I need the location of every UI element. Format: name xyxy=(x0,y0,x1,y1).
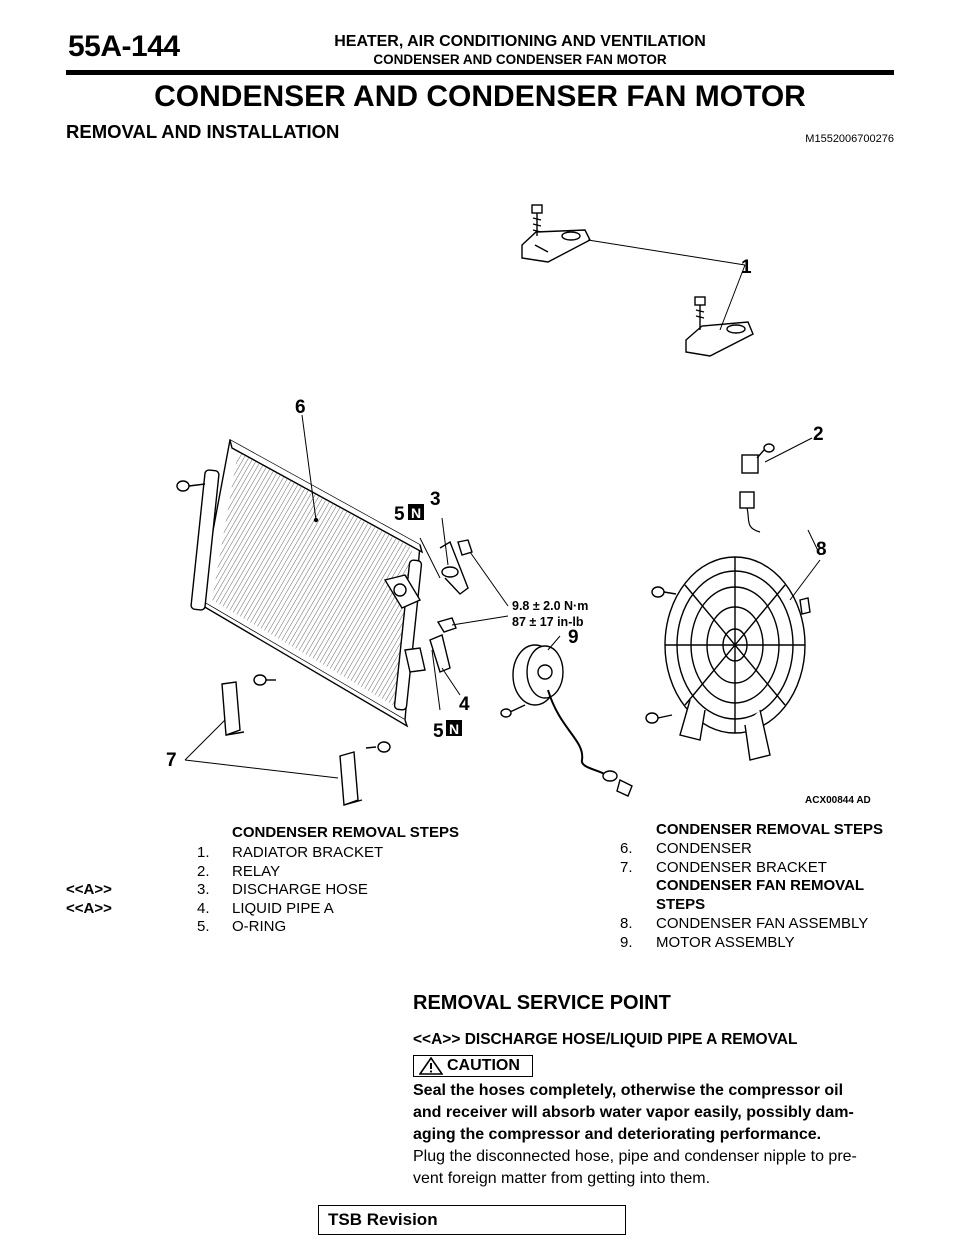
fan-steps-header: CONDENSER FAN REMOVAL xyxy=(656,877,865,894)
condenser-fan-assembly xyxy=(664,556,811,761)
header-rule xyxy=(66,70,894,75)
motor-assembly xyxy=(500,644,633,797)
fan-bolt-bottom xyxy=(645,712,673,724)
callout-2: 2 xyxy=(813,424,824,445)
service-point-title: REMOVAL SERVICE POINT xyxy=(413,992,671,1014)
step-label: CONDENSER xyxy=(656,840,752,857)
svg-text:N: N xyxy=(449,721,459,737)
step-num: 9. xyxy=(620,934,633,951)
fan-bolt-top xyxy=(651,586,677,598)
step-ref: <<A>> xyxy=(66,900,112,917)
step-label: MOTOR ASSEMBLY xyxy=(656,934,795,951)
condenser-bracket-right xyxy=(339,751,363,806)
step-label: RELAY xyxy=(232,863,281,880)
callout-5a: 5 xyxy=(394,504,405,525)
figure-id: ACX00844 AD xyxy=(805,795,871,806)
bolt-upper xyxy=(531,204,543,236)
condenser-bolt-mid xyxy=(253,674,276,686)
caution-box xyxy=(413,1055,533,1077)
discharge-hose xyxy=(439,539,473,595)
condenser xyxy=(190,438,426,728)
step-label: LIQUID PIPE A xyxy=(232,900,334,917)
step-label: CONDENSER FAN ASSEMBLY xyxy=(656,915,869,932)
step-ref: <<A>> xyxy=(66,881,112,898)
step-num: 1. xyxy=(197,844,210,861)
tsb-revision-label: TSB Revision xyxy=(328,1210,438,1229)
instruction-line: Plug the disconnected hose, pipe and con… xyxy=(413,1148,857,1165)
step-num: 3. xyxy=(197,881,210,898)
fan-steps-header-cont: STEPS xyxy=(656,896,706,913)
torque-spec-imperial: 87 ± 17 in-lb xyxy=(512,615,584,629)
step-num: 8. xyxy=(620,915,633,932)
section-title: HEATER, AIR CONDITIONING AND VENTILATION xyxy=(334,33,706,50)
step-num: 6. xyxy=(620,840,633,857)
caution-line: aging the compressor and deteriorating p… xyxy=(413,1126,822,1143)
svg-text:N: N xyxy=(411,505,421,521)
service-point-subtitle: <<A>> DISCHARGE HOSE/LIQUID PIPE A REMOV… xyxy=(413,1031,798,1048)
step-label: DISCHARGE HOSE xyxy=(232,881,368,898)
condenser-bolt-left xyxy=(176,480,206,492)
steps-left-header: CONDENSER REMOVAL STEPS xyxy=(232,824,459,841)
n-mark-upper: N xyxy=(408,504,424,521)
callout-1: 1 xyxy=(741,257,752,278)
bolt-lower xyxy=(694,296,706,330)
callout-5b: 5 xyxy=(433,721,444,742)
condenser-bracket-left xyxy=(221,681,245,736)
caution-label: CAUTION xyxy=(447,1057,520,1074)
step-num: 4. xyxy=(197,900,210,917)
warning-triangle-icon xyxy=(419,1057,443,1075)
liquid-pipe xyxy=(429,617,457,673)
step-num: 7. xyxy=(620,859,633,876)
page-number: 55A-144 xyxy=(68,30,180,63)
procedure-title: REMOVAL AND INSTALLATION xyxy=(66,121,340,142)
instruction-line: vent foreign matter from getting into th… xyxy=(413,1170,711,1187)
radiator-bracket-upper xyxy=(521,229,591,263)
callout-6: 6 xyxy=(295,397,306,418)
step-label: O-RING xyxy=(232,918,287,935)
step-label: RADIATOR BRACKET xyxy=(232,844,384,861)
radiator-bracket-lower xyxy=(685,321,754,357)
relay xyxy=(739,443,775,533)
tsb-revision-box xyxy=(318,1205,626,1235)
callout-9: 9 xyxy=(568,627,579,648)
step-label: CONDENSER BRACKET xyxy=(656,859,827,876)
condenser-bolt-right xyxy=(365,741,391,753)
step-num: 5. xyxy=(197,918,210,935)
caution-line: Seal the hoses completely, otherwise the… xyxy=(413,1082,844,1099)
exploded-diagram: 1 2 3 4 5 5 6 7 8 9 N N 9.8 ± 2.0 N·m 87… xyxy=(166,204,871,806)
callout-4: 4 xyxy=(459,694,470,715)
callout-7: 7 xyxy=(166,750,177,771)
steps-right-header: CONDENSER REMOVAL STEPS xyxy=(656,821,883,838)
instruction-text: Plug the disconnected hose, pipe and con… xyxy=(413,1146,903,1190)
callout-8: 8 xyxy=(816,539,827,560)
step-num: 2. xyxy=(197,863,210,880)
subsection-title: CONDENSER AND CONDENSER FAN MOTOR xyxy=(373,52,667,67)
page-title: CONDENSER AND CONDENSER FAN MOTOR xyxy=(154,80,806,113)
callout-3: 3 xyxy=(430,489,441,510)
torque-spec-metric: 9.8 ± 2.0 N·m xyxy=(512,599,588,613)
caution-line: and receiver will absorb water vapor eas… xyxy=(413,1104,854,1121)
n-mark-lower: N xyxy=(446,720,462,737)
caution-text: Seal the hoses completely, otherwise the… xyxy=(413,1080,903,1146)
document-id: M1552006700276 xyxy=(805,133,894,145)
